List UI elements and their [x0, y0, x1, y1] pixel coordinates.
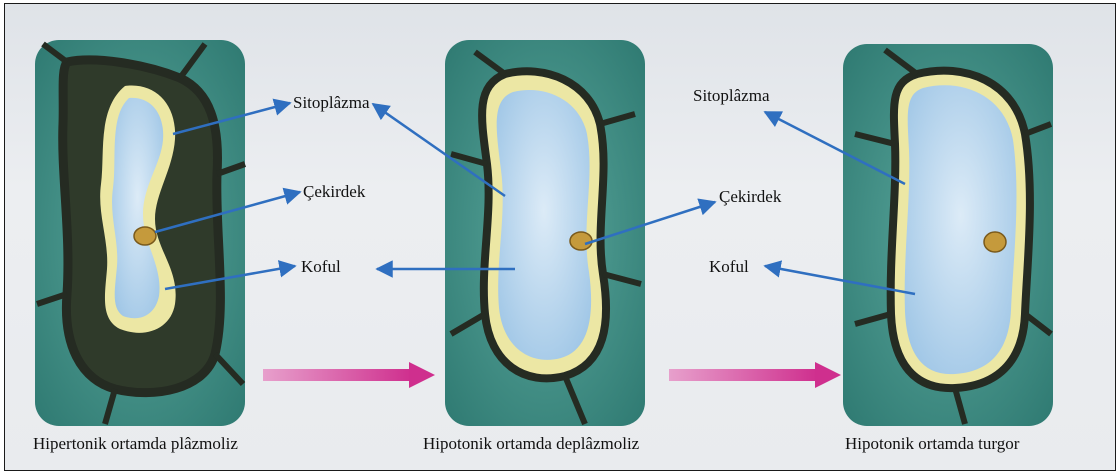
- process-arrow-1: [263, 362, 435, 388]
- diagram-stage: Sitoplâzma Çekirdek Koful Sitoplâzma Çek…: [4, 3, 1116, 471]
- nucleus-right: [984, 232, 1006, 252]
- cell-turgor: [843, 44, 1053, 426]
- caption-turgor: Hipotonik ortamda turgor: [845, 434, 1019, 454]
- nucleus-middle: [570, 232, 592, 250]
- cell-diagram: Sitoplâzma Çekirdek Koful Sitoplâzma Çek…: [5, 4, 1115, 470]
- label-cekirdek-right: Çekirdek: [719, 187, 782, 206]
- label-sitoplazma-right: Sitoplâzma: [693, 86, 770, 105]
- caption-plasmolysis: Hipertonik ortamda plâzmoliz: [33, 434, 238, 454]
- label-sitoplazma-left: Sitoplâzma: [293, 93, 370, 112]
- vacuole-middle: [497, 90, 591, 360]
- caption-deplasmolysis: Hipotonik ortamda deplâzmoliz: [423, 434, 639, 454]
- nucleus-left: [134, 227, 156, 245]
- vacuole-right: [905, 85, 1017, 374]
- label-cekirdek-left: Çekirdek: [303, 182, 366, 201]
- cell-plasmolysis: [35, 40, 245, 426]
- process-arrow-2: [669, 362, 841, 388]
- label-koful-left: Koful: [301, 257, 341, 276]
- label-koful-right: Koful: [709, 257, 749, 276]
